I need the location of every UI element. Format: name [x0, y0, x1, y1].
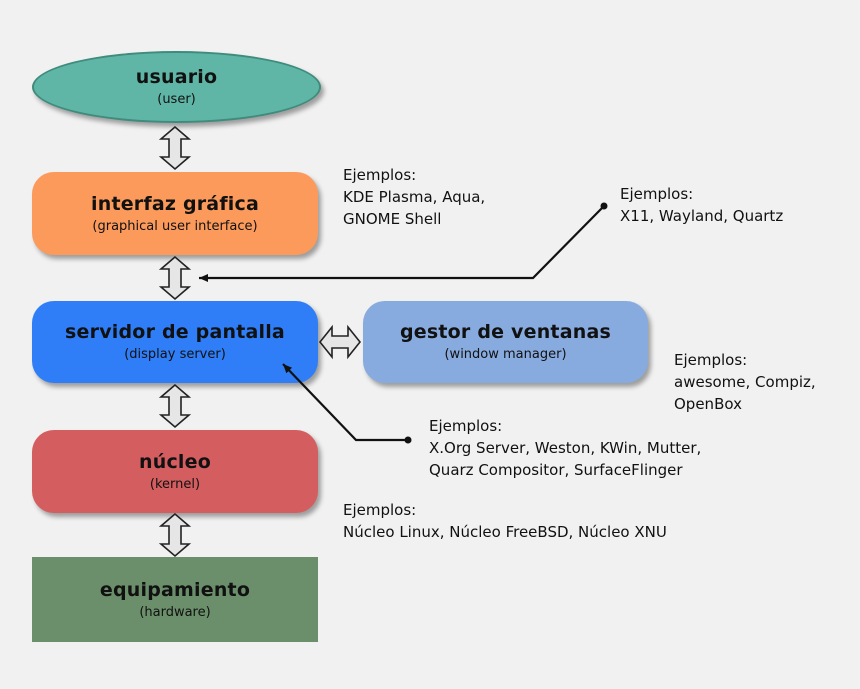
- examples-line: GNOME Shell: [343, 210, 442, 228]
- examples-display-server-impl: Ejemplos: X.Org Server, Weston, KWin, Mu…: [429, 415, 701, 481]
- node-subtitle: (kernel): [149, 476, 201, 492]
- examples-line: Núcleo Linux, Núcleo FreeBSD, Núcleo XNU: [343, 523, 667, 541]
- examples-display-protocol: Ejemplos: X11, Wayland, Quartz: [620, 183, 783, 227]
- examples-line: X.Org Server, Weston, KWin, Mutter,: [429, 439, 702, 457]
- double-arrow-user-gui: [160, 126, 190, 170]
- examples-line: KDE Plasma, Aqua,: [343, 188, 486, 206]
- node-subtitle: (display server): [124, 347, 226, 362]
- node-title: interfaz gráfica: [91, 192, 259, 215]
- examples-heading: Ejemplos:: [674, 351, 748, 369]
- node-gestor-de-ventanas: gestor de ventanas (window manager): [363, 301, 648, 383]
- pointer-dot-impl: [404, 436, 412, 444]
- pointer-dot-protocol: [600, 202, 608, 210]
- node-title: gestor de ventanas: [400, 321, 611, 343]
- node-subtitle: (hardware): [139, 604, 211, 620]
- examples-heading: Ejemplos:: [343, 166, 417, 184]
- double-arrow-display-wm: [318, 324, 362, 360]
- double-arrow-gui-display: [160, 256, 190, 300]
- examples-kernel: Ejemplos: Núcleo Linux, Núcleo FreeBSD, …: [343, 499, 667, 543]
- node-nucleo: núcleo (kernel): [32, 430, 318, 513]
- pointer-line-impl: [282, 363, 408, 442]
- double-arrow-display-kernel: [160, 384, 190, 428]
- examples-line: X11, Wayland, Quartz: [620, 207, 784, 225]
- node-subtitle: (window manager): [444, 347, 567, 362]
- examples-heading: Ejemplos:: [620, 185, 694, 203]
- examples-gui: Ejemplos: KDE Plasma, Aqua, GNOME Shell: [343, 164, 485, 230]
- node-title: usuario: [135, 66, 218, 88]
- node-title: servidor de pantalla: [65, 321, 285, 343]
- node-equipamiento: equipamiento (hardware): [32, 557, 318, 642]
- node-servidor-de-pantalla: servidor de pantalla (display server): [32, 301, 318, 383]
- examples-line: awesome, Compiz,: [674, 373, 816, 391]
- examples-line: Quarz Compositor, SurfaceFlinger: [429, 461, 683, 479]
- double-arrow-kernel-hardware: [160, 513, 190, 557]
- examples-window-manager: Ejemplos: awesome, Compiz, OpenBox: [674, 349, 816, 415]
- node-subtitle: (graphical user interface): [92, 218, 258, 234]
- examples-line: OpenBox: [674, 395, 742, 413]
- node-title: equipamiento: [99, 578, 251, 601]
- examples-heading: Ejemplos:: [429, 417, 503, 435]
- examples-heading: Ejemplos:: [343, 501, 417, 519]
- node-title: núcleo: [139, 450, 211, 473]
- node-usuario: usuario (user): [32, 51, 321, 123]
- node-subtitle: (user): [157, 92, 196, 107]
- node-interfaz-grafica: interfaz gráfica (graphical user interfa…: [32, 172, 318, 255]
- pointer-line-protocol: [199, 205, 605, 282]
